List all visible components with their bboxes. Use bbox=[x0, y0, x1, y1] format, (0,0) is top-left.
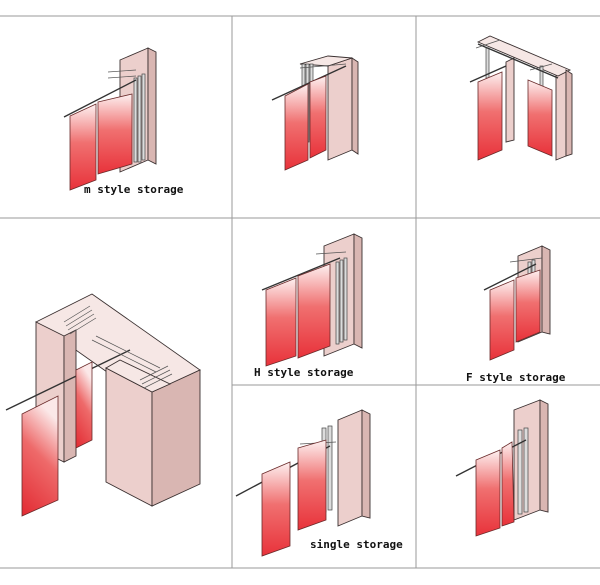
wall-side bbox=[541, 245, 551, 335]
track-rail bbox=[483, 263, 537, 291]
cell-top-right bbox=[469, 35, 573, 161]
panel-stack bbox=[133, 73, 146, 163]
panel bbox=[527, 79, 553, 157]
track-rail bbox=[5, 349, 131, 411]
panel bbox=[69, 103, 97, 191]
cell-m-style: m style storage bbox=[63, 47, 184, 196]
wall-side bbox=[147, 47, 157, 165]
label-single: single storage bbox=[310, 538, 403, 551]
wall-top bbox=[105, 359, 172, 393]
panel bbox=[75, 361, 93, 449]
wall-side bbox=[151, 369, 201, 507]
panel bbox=[297, 439, 327, 531]
cell-f-style: F style storage bbox=[466, 245, 566, 384]
panel-stack bbox=[63, 305, 173, 389]
label-f-style: F style storage bbox=[466, 371, 566, 384]
wall-side bbox=[351, 57, 359, 155]
wall-side bbox=[539, 399, 549, 513]
panel bbox=[97, 93, 133, 175]
panel-stack bbox=[517, 427, 529, 515]
wall-side bbox=[565, 69, 573, 157]
wall-side bbox=[353, 233, 363, 349]
panel bbox=[261, 461, 291, 557]
panel bbox=[21, 395, 59, 517]
panel bbox=[309, 75, 327, 159]
track-rail bbox=[63, 79, 137, 118]
label-h-style: H style storage bbox=[254, 366, 354, 379]
wall-top bbox=[476, 35, 572, 77]
wall-side bbox=[361, 409, 371, 519]
wall-side bbox=[63, 329, 77, 463]
wall bbox=[505, 57, 515, 143]
cell-large-u bbox=[5, 293, 201, 517]
wall bbox=[555, 69, 567, 161]
panel bbox=[501, 441, 515, 527]
cell-single: single storage bbox=[235, 409, 403, 557]
track-rail bbox=[261, 257, 341, 291]
grid bbox=[0, 15, 600, 569]
cell-bottom-right bbox=[455, 399, 549, 537]
panel bbox=[284, 83, 309, 171]
cell-top-middle bbox=[271, 55, 359, 171]
panel bbox=[489, 279, 515, 361]
panel bbox=[265, 277, 297, 367]
panel bbox=[477, 71, 503, 161]
track-rail bbox=[477, 43, 559, 79]
wall bbox=[337, 409, 363, 527]
track-rail bbox=[271, 65, 347, 101]
panel bbox=[515, 269, 541, 343]
cell-h-style: H style storage bbox=[254, 233, 363, 379]
panel-stack bbox=[335, 257, 348, 345]
panel bbox=[475, 449, 501, 537]
panel bbox=[297, 263, 331, 359]
label-m-style: m style storage bbox=[84, 183, 184, 196]
